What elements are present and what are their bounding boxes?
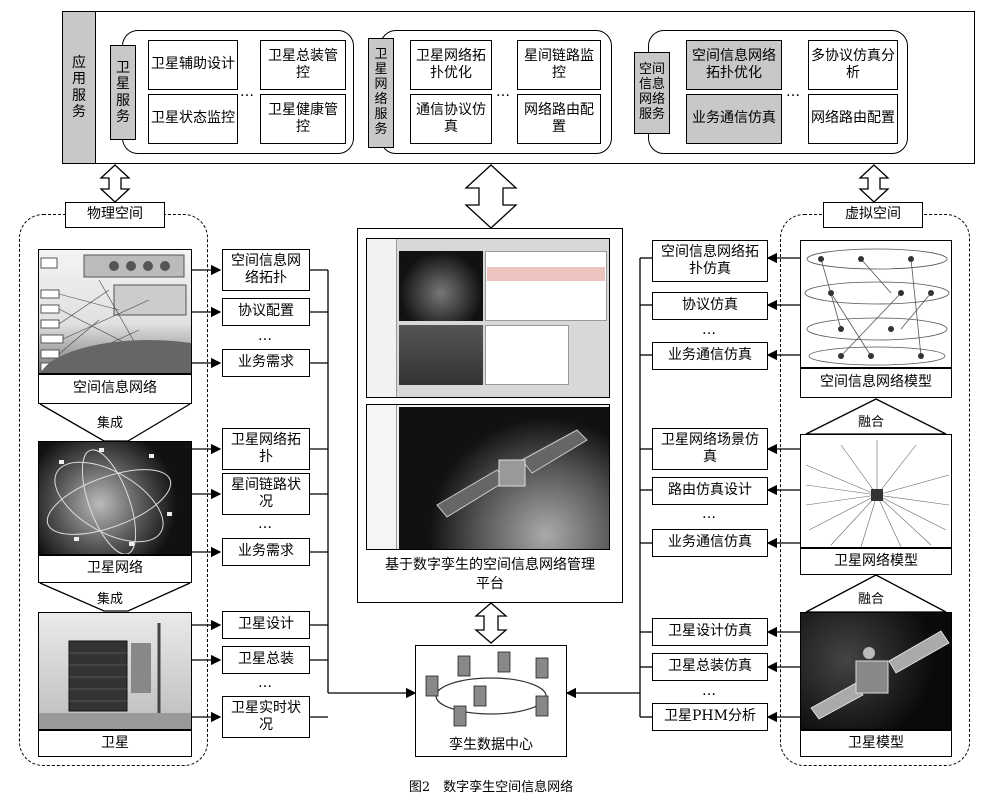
service-comm-sim: 业务通信仿真 [686, 94, 782, 144]
right-ellipsis-3: … [702, 683, 717, 699]
left-protocol-config: 协议配置 [222, 298, 310, 326]
network-diagram-icon [40, 254, 191, 373]
satnet-model-label: 卫星网络模型 [800, 548, 952, 575]
sat-status-monitor: 卫星状态监控 [148, 94, 238, 144]
virtual-space-title: 虚拟空间 [823, 202, 923, 228]
sat-service-ellipsis: … [240, 84, 255, 100]
left-ellipsis-3: … [258, 675, 273, 691]
twin-datacenter-label: 孪生数据中心 [449, 737, 533, 753]
app-service-label: 应用服务 [62, 11, 96, 164]
platform-title: 基于数字孪生的空间信息网络管理平台 [385, 557, 595, 592]
multi-protocol-sim: 多协议仿真分析 [808, 40, 898, 90]
fusion-label-1: 融合 [858, 415, 885, 430]
satellite-label: 卫星 [38, 730, 192, 757]
satellite-network-image [38, 441, 192, 555]
satellite-photo-image [38, 612, 192, 730]
sinet-routing-config: 网络路由配置 [808, 94, 898, 144]
right-sin-topology-sim: 空间信息网络拓扑仿真 [652, 240, 768, 282]
left-service-demand-1: 业务需求 [222, 349, 310, 377]
satellite-render-icon [436, 429, 588, 518]
sinet-service-label: 空间信息网络服务 [634, 52, 670, 134]
sinet-service-ellipsis: … [786, 84, 801, 100]
sat-assembly-control: 卫星总装管控 [260, 40, 346, 90]
left-ellipsis-1: … [258, 328, 273, 344]
right-service-sim-1: 业务通信仿真 [652, 342, 768, 370]
left-service-demand-2: 业务需求 [222, 538, 310, 566]
integrate-label-2: 集成 [97, 592, 124, 607]
left-sin-topology: 空间信息网络拓扑 [222, 249, 310, 291]
right-ellipsis-2: … [702, 506, 717, 522]
layered-network-icon [804, 248, 950, 366]
left-isl-status: 星间链路状况 [222, 473, 310, 515]
platform-screenshot-top [366, 238, 610, 398]
satellite-assembly-icon [39, 623, 191, 729]
sin-model-image [800, 240, 952, 368]
net-routing-config: 网络路由配置 [517, 94, 601, 144]
left-ellipsis-2: … [258, 516, 273, 532]
satellite-model-icon [810, 630, 950, 720]
comm-protocol-sim: 通信协议仿真 [410, 94, 492, 144]
physical-space-title: 物理空间 [65, 202, 165, 228]
right-ellipsis-1: … [702, 322, 717, 338]
right-satnet-scene-sim: 卫星网络场景仿真 [652, 428, 768, 470]
space-info-network-image [38, 249, 192, 374]
satellite-network-label: 卫星网络 [38, 555, 192, 583]
left-sat-design: 卫星设计 [222, 611, 310, 639]
sat-model-image [800, 612, 952, 730]
platform-screenshot-bottom [366, 404, 610, 550]
sat-health-control: 卫星健康管控 [260, 94, 346, 144]
sat-model-label: 卫星模型 [800, 730, 952, 757]
left-sat-assembly: 卫星总装 [222, 646, 310, 674]
right-sat-phm: 卫星PHM分析 [652, 703, 768, 731]
sat-service-label: 卫星服务 [110, 45, 136, 140]
orbit-globe-icon [46, 448, 172, 554]
satnet-model-image [800, 434, 952, 548]
figure-caption: 图2 数字孪生空间信息网络 [408, 780, 574, 795]
satnet-service-label: 卫星网络服务 [368, 38, 394, 148]
left-sat-realtime: 卫星实时状况 [222, 696, 310, 738]
fusion-label-2: 融合 [858, 592, 885, 607]
isl-monitor: 星间链路监控 [517, 40, 601, 90]
satnet-service-ellipsis: … [496, 84, 511, 100]
right-protocol-sim: 协议仿真 [652, 292, 768, 320]
sin-model-label: 空间信息网络模型 [800, 368, 952, 398]
star-network-icon [805, 440, 950, 547]
space-info-network-label: 空间信息网络 [38, 374, 192, 404]
sinet-topology-opt: 空间信息网络拓扑优化 [686, 40, 782, 90]
satnet-topology-opt: 卫星网络拓扑优化 [410, 40, 492, 90]
right-sat-assembly-sim: 卫星总装仿真 [652, 653, 768, 681]
right-sat-design-sim: 卫星设计仿真 [652, 618, 768, 646]
integrate-label-1: 集成 [97, 416, 124, 431]
server-cluster-icon [425, 651, 549, 727]
right-service-sim-2: 业务通信仿真 [652, 529, 768, 557]
right-routing-sim: 路由仿真设计 [652, 477, 768, 505]
left-satnet-topology: 卫星网络拓扑 [222, 428, 310, 470]
sat-aided-design: 卫星辅助设计 [148, 40, 238, 90]
